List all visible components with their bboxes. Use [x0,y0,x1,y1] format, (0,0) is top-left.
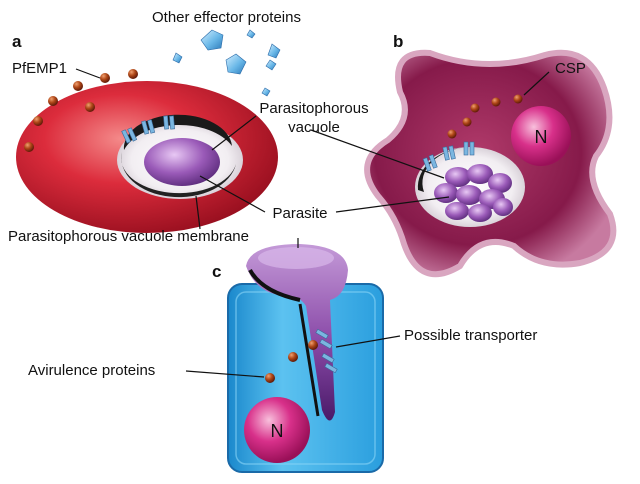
nucleus-c-label: N [271,421,284,441]
panel-letter-b: b [393,32,403,51]
effector-protein-crystals [172,29,281,97]
label-possible-transporter: Possible transporter [404,327,537,344]
haustorium-membrane [298,303,320,417]
nucleus-b-label: N [535,127,548,147]
label-parasite: Parasite [272,205,327,222]
label-avirulence-proteins: Avirulence proteins [28,362,155,379]
label-csp: CSP [555,60,586,77]
nucleus-c [244,397,310,463]
parasite-cluster-b [434,164,513,222]
leader-lines [75,68,550,378]
nucleus-b [511,106,571,166]
transporters-a [121,115,175,144]
transporters-b [422,141,475,172]
panel-b-hepatocyte: N [364,49,617,278]
label-pvm: Parasitophorous vacuole membrane [8,228,249,245]
label-pv-line2: vacuole [288,119,340,136]
label-other-effector-proteins: Other effector proteins [152,9,301,26]
csp-dots [447,94,523,139]
transporters-c [315,328,338,374]
label-pv-line1: Parasitophorous [259,100,368,117]
panel-c-plant-cell: N [227,244,384,473]
avirulence-dots [265,340,318,383]
panel-letter-c: c [212,262,221,281]
panel-letter-a: a [12,32,22,51]
pfemp1-dots [24,69,138,152]
panel-a-red-blood-cell [16,69,278,233]
parasite-a [144,138,220,186]
label-pfemp1: PfEMP1 [12,60,67,77]
